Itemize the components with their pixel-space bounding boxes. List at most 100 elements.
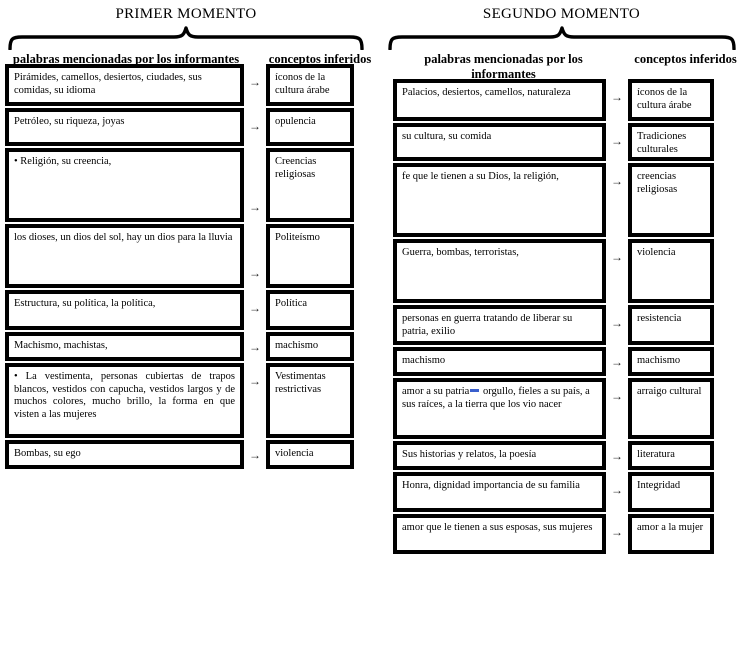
words-text-pre: amor a su patria: [402, 386, 470, 397]
concept-box: Política: [266, 290, 354, 330]
concept-box: violencia: [628, 239, 714, 303]
arrow-glyph: →: [611, 389, 623, 403]
mapping-row: Pirámides, camellos, desiertos, ciudades…: [0, 64, 372, 106]
arrow-icon: →: [603, 350, 631, 373]
mapping-row: Bombas, su ego → violencia: [0, 440, 372, 469]
arrow-icon: →: [603, 308, 631, 342]
mapping-row: • La vestimenta, personas cubiertas de t…: [0, 363, 372, 438]
concept-box: machismo: [266, 332, 354, 361]
header-words-primer: palabras mencionadas por los informantes: [12, 52, 240, 66]
arrow-icon: →: [241, 443, 269, 466]
words-box: personas en guerra tratando de liberar s…: [393, 305, 606, 345]
arrow-glyph: →: [249, 200, 261, 214]
column-headers-primer: palabras mencionadas por los informantes…: [0, 52, 372, 67]
concept-box: resistencia: [628, 305, 714, 345]
mapping-row: Palacios, desiertos, camellos, naturalez…: [380, 79, 743, 121]
arrow-icon: →: [241, 151, 269, 219]
words-box: • La vestimenta, personas cubiertas de t…: [5, 363, 244, 438]
words-box: su cultura, su comida: [393, 123, 606, 161]
arrow-icon: →: [241, 111, 269, 143]
mapping-row: • Religión, su creencia, → Creencias relig…: [0, 148, 372, 222]
column-primer-momento: PRIMER MOMENTO palabras mencionadas por …: [0, 0, 372, 474]
arrow-glyph: →: [249, 374, 261, 388]
rows-segundo: Palacios, desiertos, camellos, naturalez…: [380, 79, 743, 554]
column-segundo-momento: SEGUNDO MOMENTO palabras mencionadas por…: [380, 0, 743, 559]
moment-title-segundo: SEGUNDO MOMENTO: [482, 6, 641, 22]
mapping-row: amor que le tienen a sus esposas, sus mu…: [380, 514, 743, 554]
words-box: Petróleo, su riqueza, joyas: [5, 108, 244, 146]
arrow-glyph: →: [249, 339, 261, 354]
words-box: amor que le tienen a sus esposas, sus mu…: [393, 514, 606, 554]
arrow-glyph: →: [611, 525, 623, 539]
rows-primer: Pirámides, camellos, desiertos, ciudades…: [0, 64, 372, 469]
arrow-glyph: →: [611, 134, 623, 148]
spellcheck-mark-icon: [470, 389, 480, 392]
concept-box: Creencias religiosas: [266, 148, 354, 222]
arrow-icon: →: [241, 67, 269, 103]
arrow-icon: →: [241, 293, 269, 327]
concept-box: amor a la mujer: [628, 514, 714, 554]
arrow-icon: →: [603, 242, 631, 300]
arrow-icon: →: [603, 82, 631, 118]
mapping-row: Honra, dignidad importancia de su famili…: [380, 472, 743, 512]
arrow-icon: →: [603, 517, 631, 551]
concept-box: Tradiciones culturales: [628, 123, 714, 161]
arrow-icon: →: [241, 227, 269, 285]
concept-box: íconos de la cultura árabe: [628, 79, 714, 121]
mapping-row: amor a su patria orgullo, fieles a su pa…: [380, 378, 743, 439]
concept-box: íconos de la cultura árabe: [266, 64, 354, 106]
concept-box: Integridad: [628, 472, 714, 512]
mapping-row: personas en guerra tratando de liberar s…: [380, 305, 743, 345]
words-box: Sus historias y relatos, la poesía: [393, 441, 606, 470]
concept-box: Vestimentas restrictivas: [266, 363, 354, 438]
words-text-post: orgullo, fieles a su país, a sus raíces,…: [402, 386, 590, 410]
words-box: • Religión, su creencia,: [5, 148, 244, 222]
mapping-row: machismo → machismo: [380, 347, 743, 376]
mapping-row: Petróleo, su riqueza, joyas → opulencia: [0, 108, 372, 146]
words-box: Estructura, su política, la política,: [5, 290, 244, 330]
arrow-icon: →: [603, 444, 631, 467]
arrow-glyph: →: [611, 354, 623, 369]
arrow-icon: →: [603, 381, 631, 436]
arrow-glyph: →: [611, 483, 623, 497]
words-box: Guerra, bombas, terroristas,: [393, 239, 606, 303]
arrow-glyph: →: [249, 447, 261, 462]
header-concepts-segundo: conceptos inferidos: [634, 52, 737, 66]
words-box: Honra, dignidad importancia de su famili…: [393, 472, 606, 512]
column-headers-segundo: palabras mencionadas por los informantes…: [380, 52, 743, 82]
words-box: amor a su patria orgullo, fieles a su pa…: [393, 378, 606, 439]
arrow-glyph: →: [249, 301, 261, 315]
arrow-glyph: →: [249, 266, 261, 280]
curly-brace-primer: [8, 26, 364, 50]
arrow-glyph: →: [611, 448, 623, 463]
words-box: machismo: [393, 347, 606, 376]
concept-box: Politeísmo: [266, 224, 354, 288]
mapping-row: Machismo, machistas, → machismo: [0, 332, 372, 361]
words-box: Palacios, desiertos, camellos, naturalez…: [393, 79, 606, 121]
concept-box: machismo: [628, 347, 714, 376]
arrow-icon: →: [241, 366, 269, 435]
concept-box: creencias religiosas: [628, 163, 714, 237]
mapping-row: Estructura, su política, la política, → Po…: [0, 290, 372, 330]
arrow-icon: →: [241, 335, 269, 358]
arrow-glyph: →: [249, 119, 261, 133]
arrow-glyph: →: [611, 174, 623, 188]
arrow-icon: →: [603, 166, 631, 234]
arrow-glyph: →: [611, 250, 623, 264]
mapping-row: Guerra, bombas, terroristas, → violencia: [380, 239, 743, 303]
moment-title-primer: PRIMER MOMENTO: [115, 6, 257, 22]
concept-box: opulencia: [266, 108, 354, 146]
words-box: Bombas, su ego: [5, 440, 244, 469]
curly-brace-segundo: [387, 26, 736, 50]
arrow-icon: →: [603, 126, 631, 158]
header-concepts-primer: conceptos inferidos: [268, 52, 372, 66]
concept-box: violencia: [266, 440, 354, 469]
header-words-segundo: palabras mencionadas por los informantes: [424, 52, 583, 81]
concept-box: arraigo cultural: [628, 378, 714, 439]
arrow-glyph: →: [611, 316, 623, 330]
words-box: Pirámides, camellos, desiertos, ciudades…: [5, 64, 244, 106]
mapping-row: su cultura, su comida → Tradiciones cultur…: [380, 123, 743, 161]
words-box: Machismo, machistas,: [5, 332, 244, 361]
mapping-row: los dioses, un dios del sol, hay un dios…: [0, 224, 372, 288]
